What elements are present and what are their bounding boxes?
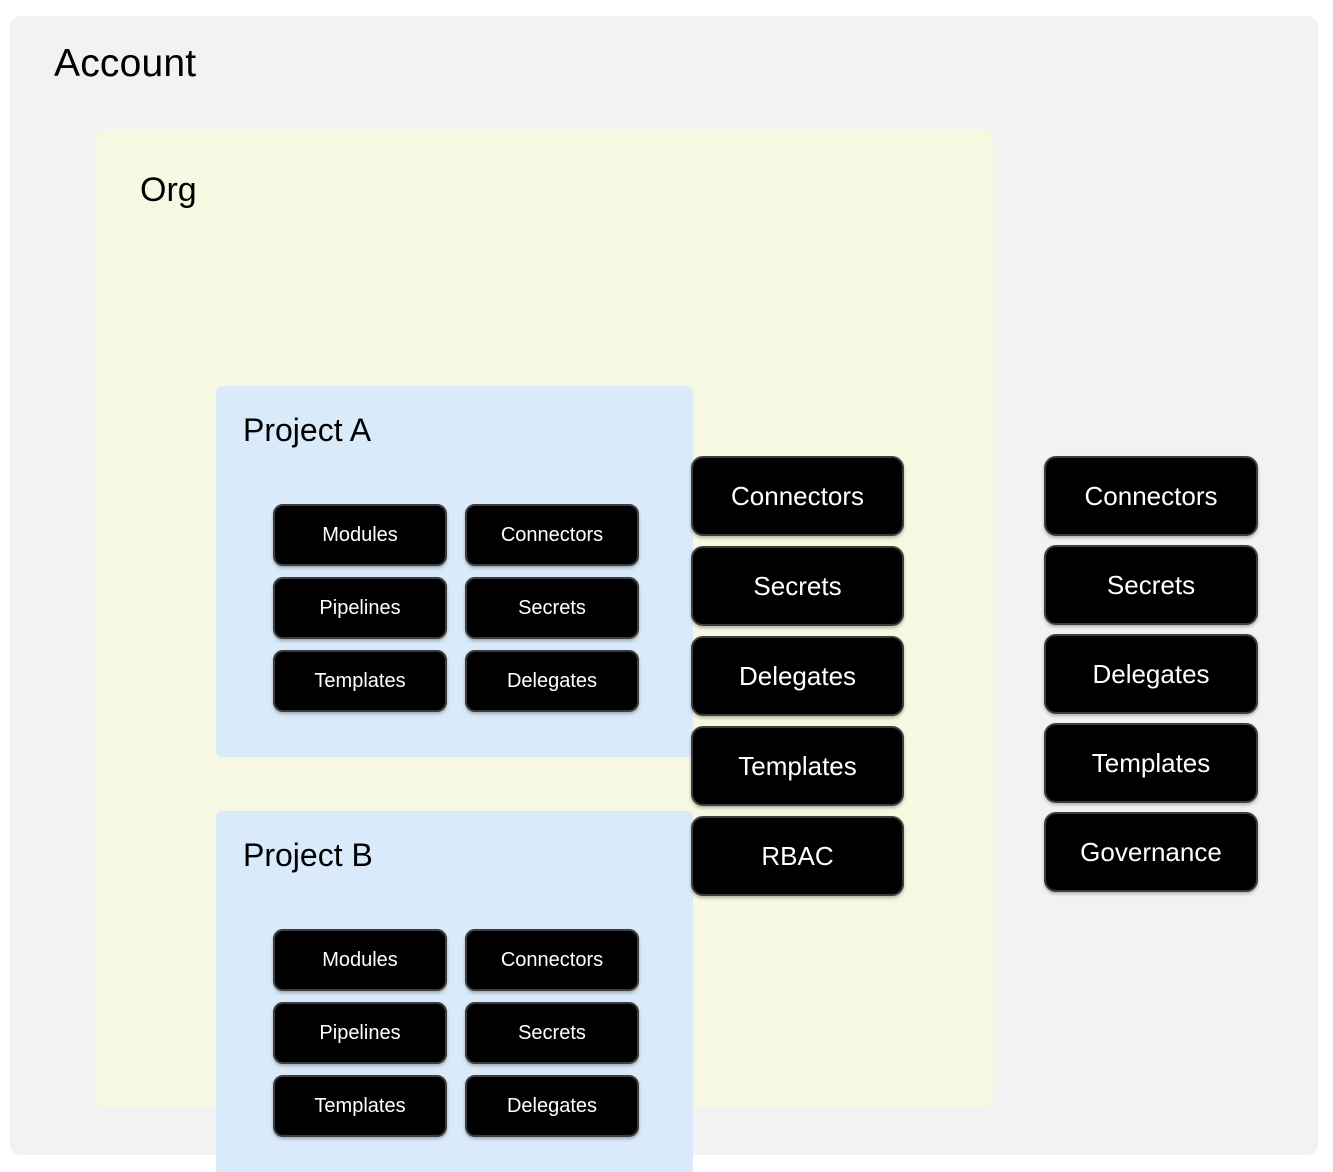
resource-node-modules[interactable]: Modules	[273, 504, 447, 566]
account-resource-node-connectors[interactable]: Connectors	[1044, 456, 1258, 536]
resource-node-connectors[interactable]: Connectors	[465, 504, 639, 566]
project-resource-grid-a: Modules Connectors Pipelines Secrets Tem…	[273, 504, 639, 712]
resource-node-templates[interactable]: Templates	[273, 650, 447, 712]
account-scope-panel: Account Org Project A Modules Connectors…	[10, 16, 1318, 1172]
account-resource-node-secrets[interactable]: Secrets	[1044, 545, 1258, 625]
org-resource-node-rbac[interactable]: RBAC	[691, 816, 904, 896]
org-resource-node-templates[interactable]: Templates	[691, 726, 904, 806]
org-resource-node-delegates[interactable]: Delegates	[691, 636, 904, 716]
account-resource-column: Connectors Secrets Delegates Templates G…	[1044, 456, 1258, 892]
account-scope-label: Account	[54, 42, 197, 85]
resource-node-secrets[interactable]: Secrets	[465, 1002, 639, 1064]
account-resource-node-governance[interactable]: Governance	[1044, 812, 1258, 892]
account-resource-node-templates[interactable]: Templates	[1044, 723, 1258, 803]
resource-node-delegates[interactable]: Delegates	[465, 650, 639, 712]
org-scope-label: Org	[140, 171, 197, 209]
project-panel-a: Project A Modules Connectors Pipelines S…	[216, 386, 693, 757]
project-resource-grid-b: Modules Connectors Pipelines Secrets Tem…	[273, 929, 639, 1137]
resource-node-connectors[interactable]: Connectors	[465, 929, 639, 991]
account-resource-node-delegates[interactable]: Delegates	[1044, 634, 1258, 714]
resource-node-pipelines[interactable]: Pipelines	[273, 577, 447, 639]
project-label-b: Project B	[243, 837, 373, 873]
project-panel-b: Project B Modules Connectors Pipelines S…	[216, 811, 693, 1172]
project-label-a: Project A	[243, 412, 372, 448]
org-resource-node-secrets[interactable]: Secrets	[691, 546, 904, 626]
resource-node-pipelines[interactable]: Pipelines	[273, 1002, 447, 1064]
org-resource-node-connectors[interactable]: Connectors	[691, 456, 904, 536]
resource-node-secrets[interactable]: Secrets	[465, 577, 639, 639]
org-resource-column: Connectors Secrets Delegates Templates R…	[691, 456, 904, 896]
resource-node-delegates[interactable]: Delegates	[465, 1075, 639, 1137]
resource-node-templates[interactable]: Templates	[273, 1075, 447, 1137]
resource-node-modules[interactable]: Modules	[273, 929, 447, 991]
